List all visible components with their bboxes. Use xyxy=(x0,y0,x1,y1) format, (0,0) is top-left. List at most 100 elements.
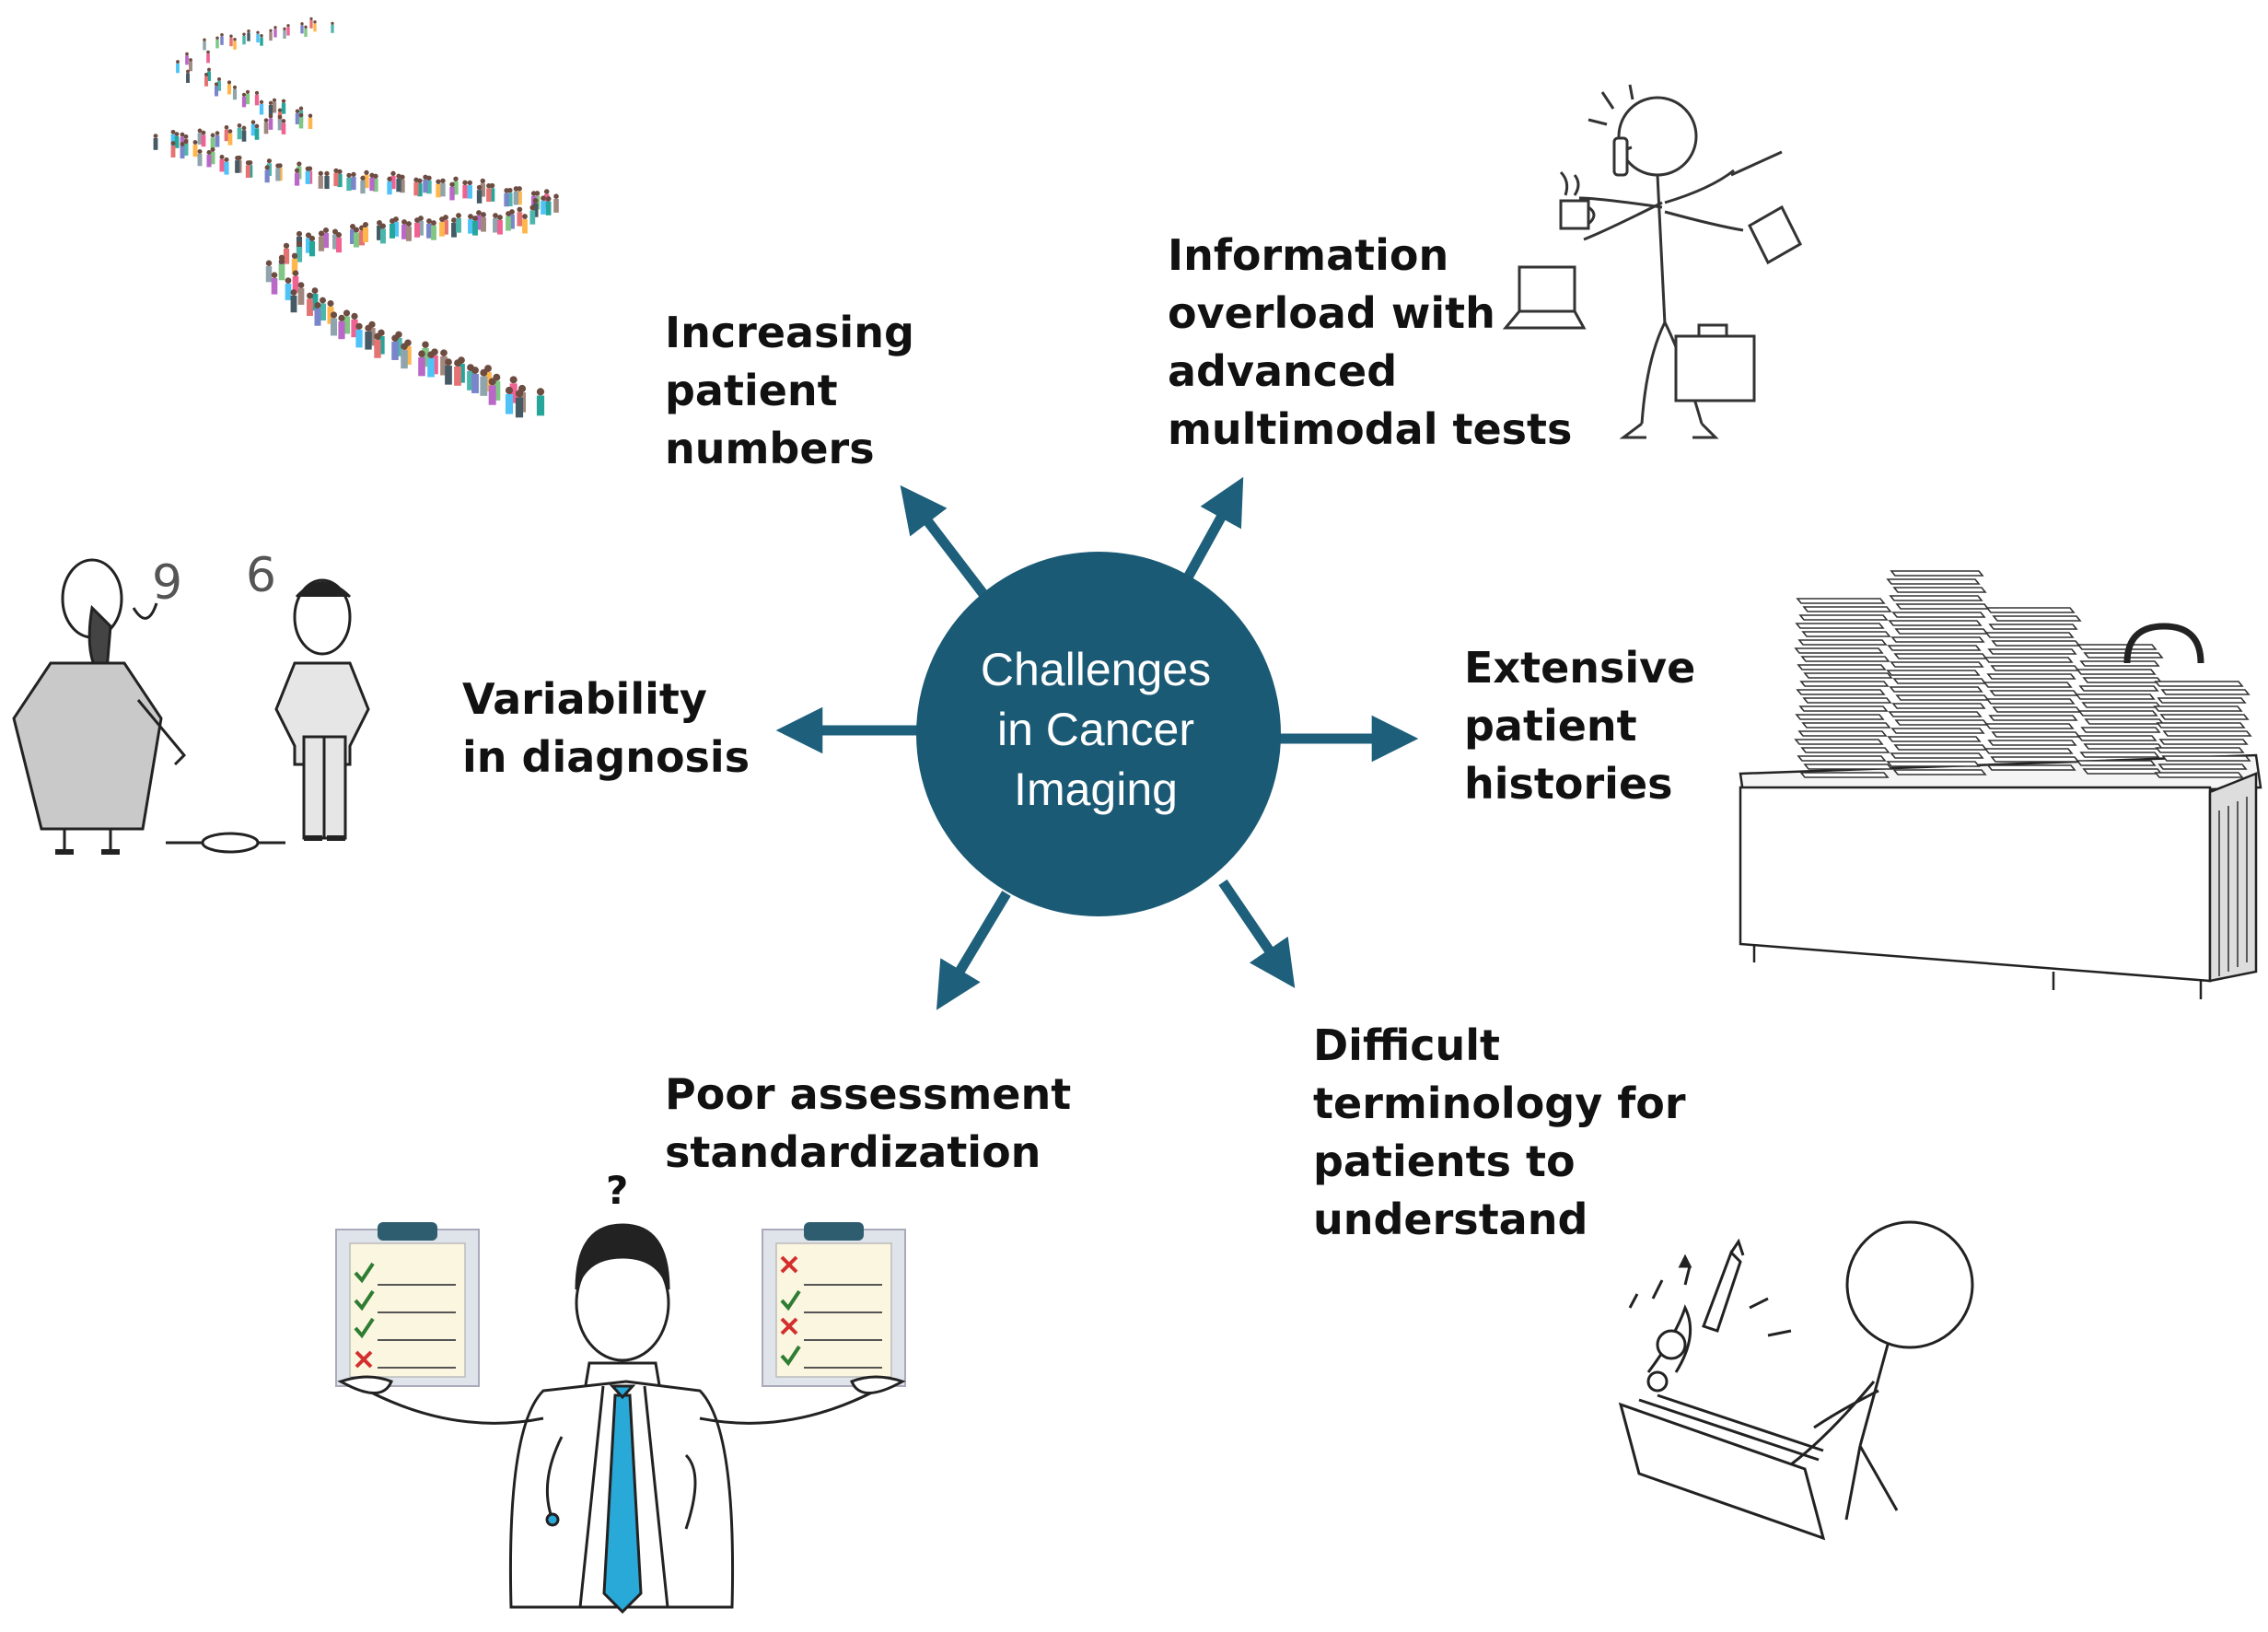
crowd-person-head xyxy=(453,176,459,181)
crowd-person xyxy=(286,27,290,36)
crowd-person xyxy=(390,176,396,190)
arrow-to-standardization xyxy=(936,891,1011,1010)
paper-sheet xyxy=(2084,718,2165,725)
crowd-person xyxy=(393,222,399,237)
crowd-person-head xyxy=(532,198,539,204)
crowd-person-head xyxy=(400,174,405,180)
crowd-person-head xyxy=(241,92,247,98)
crowd-person-head xyxy=(227,80,232,85)
svg-text:9: 9 xyxy=(246,544,276,600)
crowd-person-head xyxy=(296,240,303,247)
crowd-person xyxy=(507,192,513,207)
crowd-person xyxy=(206,155,212,168)
crowd-person-head xyxy=(308,235,316,241)
crowd-person xyxy=(472,221,478,236)
paper-sheet xyxy=(1983,657,2074,663)
crowd-person xyxy=(396,179,401,192)
crowd-person-head xyxy=(481,212,486,218)
crowd-person xyxy=(440,356,448,376)
crowd-person-head xyxy=(201,130,206,135)
crowd-person xyxy=(215,135,220,147)
paper-sheet xyxy=(1799,772,1890,778)
crowd-person xyxy=(506,216,511,231)
crowd-person-head xyxy=(418,350,425,357)
crowd-person xyxy=(391,342,399,360)
crowd-person-head xyxy=(331,228,339,235)
label-line: Information xyxy=(1168,230,1449,280)
crowd-person-head xyxy=(401,343,408,350)
paper-sheet xyxy=(1983,682,2073,688)
crowd-person-head xyxy=(431,220,436,227)
crowd-person xyxy=(263,122,269,134)
paper-sheet xyxy=(1802,606,1892,612)
crowd-person xyxy=(489,188,495,202)
crowd-person xyxy=(364,175,369,189)
crowd-person-head xyxy=(180,142,185,146)
paper-sheet xyxy=(2081,702,2162,708)
label-line: in diagnosis xyxy=(462,732,750,782)
paper-sheet xyxy=(1988,715,2078,721)
crowd-person-head xyxy=(351,312,358,320)
paper-sheet xyxy=(1986,764,2076,771)
crowd-person xyxy=(298,117,304,129)
crowd-person-head xyxy=(436,179,441,184)
crowd-person xyxy=(353,232,360,248)
crowd-person-head xyxy=(327,299,334,307)
crowd-person xyxy=(216,81,222,91)
crowd-person-head xyxy=(318,170,323,176)
crowd-person xyxy=(449,187,455,201)
crowd-person xyxy=(454,367,461,386)
crowd-person xyxy=(451,223,457,238)
crowd-person xyxy=(333,173,339,187)
crowd-person xyxy=(207,71,211,81)
paper-sheet xyxy=(1800,656,1890,662)
crowd-person xyxy=(413,182,419,196)
paper-sheet xyxy=(1890,752,1984,759)
crowd-person-head xyxy=(216,76,222,81)
crowd-person-head xyxy=(314,301,321,309)
crowd-person xyxy=(431,356,438,375)
crowd-person xyxy=(254,95,260,106)
paper-sheet xyxy=(1989,690,2079,696)
paper-sheet xyxy=(1985,607,2076,613)
hub-circle xyxy=(916,552,1281,916)
crowd-person-head xyxy=(207,67,211,72)
crowd-person-head xyxy=(440,178,446,183)
crowd-person-head xyxy=(304,25,308,29)
crowd-person xyxy=(283,30,286,39)
paper-sheet xyxy=(1987,648,2077,655)
crowd-person xyxy=(380,228,386,244)
crowd-person xyxy=(183,144,189,156)
crowd-person xyxy=(404,346,412,365)
hub-title-line: Challenges xyxy=(980,644,1212,695)
label-line: patients to xyxy=(1313,1137,1576,1186)
paper-sheet xyxy=(1894,628,1989,635)
crowd-person-head xyxy=(337,169,343,174)
crowd-person xyxy=(427,358,435,378)
crowd-person xyxy=(176,64,180,74)
crowd-person-head xyxy=(413,177,419,182)
crowd-person xyxy=(553,199,559,213)
crowd-person xyxy=(351,177,356,191)
crowd-person-head xyxy=(338,314,345,321)
crowd-person-head xyxy=(183,134,189,139)
paper-sheet xyxy=(1798,705,1889,712)
crowd-person xyxy=(443,220,448,235)
crowd-person-head xyxy=(285,277,292,285)
crowd-person xyxy=(481,217,486,232)
desk-with-paper-stacks-illustration xyxy=(1739,570,2262,999)
crowd-person-head xyxy=(311,287,319,294)
crowd-person-head xyxy=(454,359,461,367)
paper-sheet xyxy=(1797,730,1888,737)
crowd-person xyxy=(484,372,492,391)
crowd-person xyxy=(304,29,308,37)
paper-sheet xyxy=(2076,669,2157,675)
crowd-person xyxy=(206,53,210,64)
crowd-person xyxy=(515,397,524,418)
crowd-person-head xyxy=(210,147,215,152)
crowd-queue-illustration xyxy=(153,17,559,418)
crowd-person-head xyxy=(417,178,423,184)
crowd-person-head xyxy=(467,180,472,186)
crowd-person-head xyxy=(346,172,352,178)
crowd-person-head xyxy=(268,114,273,119)
